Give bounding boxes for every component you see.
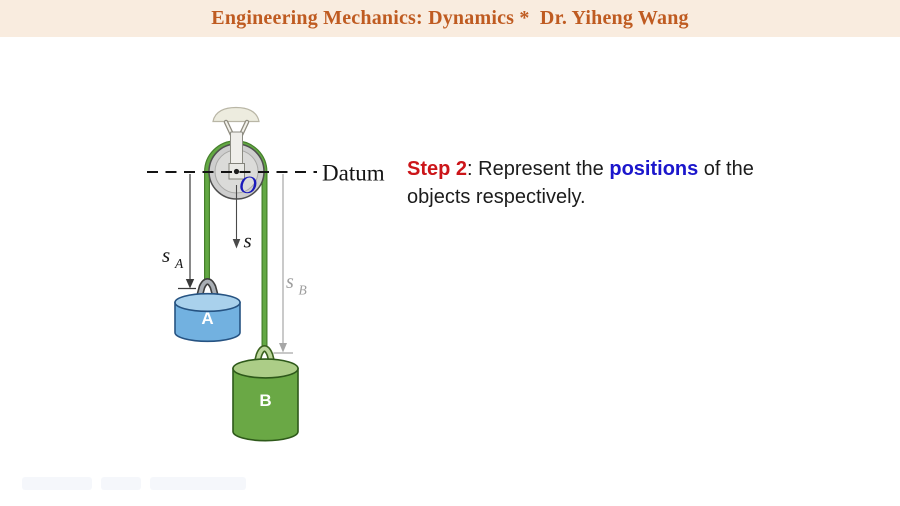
watermark-segment	[101, 477, 141, 490]
watermark	[22, 477, 246, 490]
block-a-hook-icon	[196, 279, 219, 302]
step-label: Step 2	[407, 158, 468, 180]
block-b-top	[232, 358, 299, 379]
step-text-before: Represent the	[478, 158, 610, 180]
step-separator: :	[467, 158, 479, 180]
watermark-segment	[150, 477, 246, 490]
position-sb-label: s	[286, 271, 294, 293]
position-sa-subscript: A	[174, 256, 184, 271]
header-bar: Engineering Mechanics: Dynamics * Dr. Yi…	[0, 0, 900, 37]
step-instruction: Step 2: Represent the positions of the o…	[407, 155, 837, 211]
pulley-axle-dot	[233, 168, 240, 175]
ceiling-mount	[212, 106, 260, 123]
lecture-title: Engineering Mechanics: Dynamics * Dr. Yi…	[211, 7, 689, 29]
step-highlight: positions	[609, 158, 699, 180]
step-text-after: of the	[698, 158, 754, 180]
block-a-body	[174, 301, 241, 343]
sb-arrowhead-icon	[279, 343, 287, 353]
pulley-center-label: O	[239, 172, 257, 199]
sa-arrowhead-icon	[185, 279, 195, 289]
block-b-label: B	[259, 391, 271, 410]
position-s-label: s	[244, 229, 252, 253]
block-b-body	[232, 367, 299, 442]
datum-label: Datum	[322, 161, 385, 186]
position-sb-subscript: B	[299, 283, 307, 298]
step-text-line2: objects respectively.	[407, 186, 586, 208]
s-arrowhead-icon	[232, 239, 241, 249]
block-a-label: A	[201, 309, 213, 328]
block-a-top	[174, 292, 241, 313]
pulley-diagram: Datum O s A s s B A B	[147, 106, 385, 442]
block-b-hook-icon	[253, 346, 276, 371]
watermark-segment	[22, 477, 92, 490]
position-sa-label: s	[162, 243, 170, 267]
